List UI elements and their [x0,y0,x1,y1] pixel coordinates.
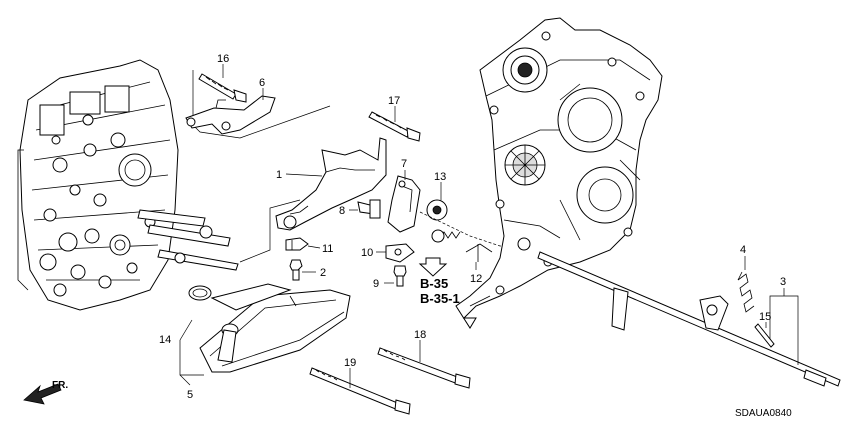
callout-3: 3 [780,276,786,288]
part-17-bolt [368,111,421,142]
part-10-retainer [385,243,415,263]
part-14-o-ring [188,285,212,301]
callout-17: 17 [388,95,400,107]
callout-16: 16 [217,53,229,65]
callout-10: 10 [361,247,373,259]
callout-11: 11 [322,243,333,255]
reference-b35-1: B-35-1 [420,291,460,306]
front-direction-label: FR. [52,380,68,391]
part-12-pin [465,243,493,262]
part-4-spring [737,271,755,313]
callout-4: 4 [740,244,746,256]
part-7-bracket [387,175,421,233]
part-5-strainer [199,283,351,373]
part-8-pin [357,199,381,219]
reference-arrow [418,257,448,277]
part-3-shift-shaft [537,251,841,387]
valve-body [17,59,239,311]
transmission-case [455,17,663,329]
part-19-bolt [309,367,411,415]
part-2-bolt [289,259,303,281]
part-15-pin [754,323,775,348]
diagram-code: SDAUA0840 [735,408,792,419]
callout-8: 8 [339,205,345,217]
part-18-bolt [377,347,471,389]
part-13-bearing [426,199,448,221]
part-9-bolt [393,265,407,287]
callout-6: 6 [259,77,265,89]
callout-19: 19 [344,357,356,369]
callout-13: 13 [434,171,446,183]
callout-2: 2 [320,267,326,279]
callout-7: 7 [401,158,407,170]
front-direction-arrow-icon [23,383,62,405]
callout-9: 9 [373,278,379,290]
part-16-bolt [198,73,247,103]
callout-15: 15 [759,311,771,323]
part-1-shift-fork [275,137,387,231]
part-11-clip [285,237,309,251]
callout-1: 1 [276,169,282,181]
callout-18: 18 [414,329,426,341]
callout-14: 14 [159,334,171,346]
callout-5: 5 [187,389,193,401]
callout-12: 12 [470,273,482,285]
part-6-bracket [185,95,276,135]
reference-b35: B-35 [420,276,448,291]
